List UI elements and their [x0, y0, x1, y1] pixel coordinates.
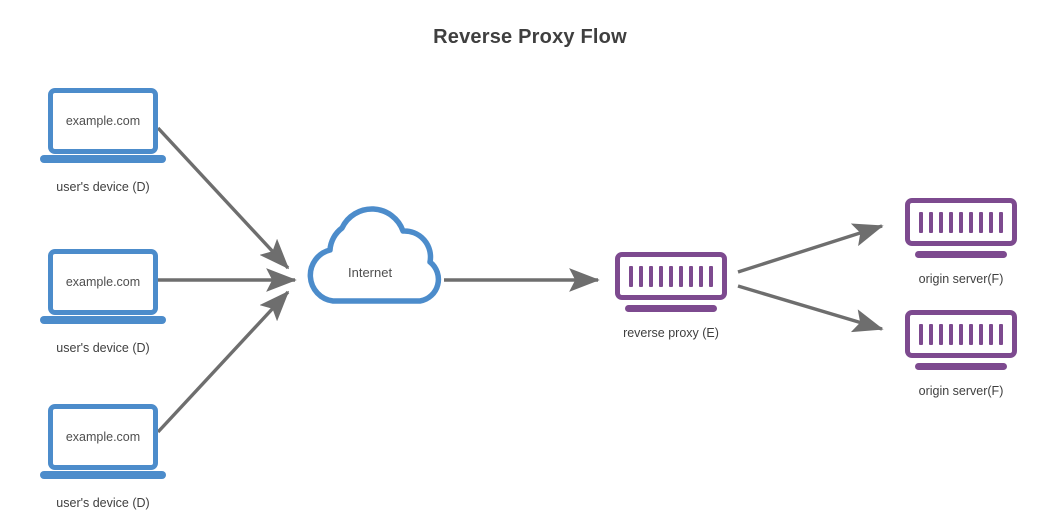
server-slot-bar [959, 323, 963, 345]
server-chassis-icon [905, 198, 1017, 246]
server-slot-bar [999, 211, 1003, 233]
origin-server-1[interactable]: origin server(F) [898, 198, 1024, 286]
laptop-screen: example.com [48, 88, 158, 154]
internet-label: Internet [348, 265, 393, 280]
server-slot-bar [669, 265, 673, 287]
laptop-screen-text: example.com [65, 430, 141, 444]
server-slot-bar [639, 265, 643, 287]
server-slot-bar [689, 265, 693, 287]
origin-server-1-label: origin server(F) [918, 272, 1004, 286]
server-slot-bar [679, 265, 683, 287]
reverse-proxy-label: reverse proxy (E) [623, 326, 719, 340]
client-device-3[interactable]: example.com user's device (D) [35, 404, 171, 510]
client-device-1[interactable]: example.com user's device (D) [35, 88, 171, 194]
server-slot-bar [699, 265, 703, 287]
internet-cloud-icon [307, 206, 442, 304]
client-device-2-label: user's device (D) [56, 341, 150, 355]
server-slot-bar [649, 265, 653, 287]
server-slot-bar [659, 265, 663, 287]
server-slot-bar [999, 323, 1003, 345]
arrow-client1-to-internet [156, 126, 290, 270]
laptop-screen: example.com [48, 249, 158, 315]
page-title: Reverse Proxy Flow [433, 26, 627, 48]
server-slot-bar [919, 211, 923, 233]
laptop-base [40, 316, 166, 324]
client-device-3-label: user's device (D) [56, 496, 150, 510]
server-slot-bar [929, 211, 933, 233]
server-slot-bar [939, 323, 943, 345]
server-slot-bar [919, 323, 923, 345]
arrow-proxy-to-origin1 [737, 223, 884, 274]
origin-server-2-label: origin server(F) [918, 384, 1004, 398]
server-slot-bar [949, 323, 953, 345]
reverse-proxy-node[interactable]: reverse proxy (E) [608, 252, 734, 340]
client-device-1-label: user's device (D) [56, 180, 150, 194]
laptop-screen-text: example.com [65, 275, 141, 289]
server-slot-bar [969, 323, 973, 345]
laptop-screen-text: example.com [65, 114, 141, 128]
server-slot-bar [979, 211, 983, 233]
server-slot-bar [989, 323, 993, 345]
server-slot-bar [929, 323, 933, 345]
arrow-client3-to-internet [156, 290, 290, 434]
server-chassis-icon [615, 252, 727, 300]
server-slot-bar [989, 211, 993, 233]
arrow-proxy-to-origin2 [737, 284, 884, 333]
server-slot-bar [629, 265, 633, 287]
laptop-base [40, 155, 166, 163]
server-slot-bar [949, 211, 953, 233]
laptop-screen: example.com [48, 404, 158, 470]
server-slot-bar [979, 323, 983, 345]
server-slot-bar [939, 211, 943, 233]
client-device-2[interactable]: example.com user's device (D) [35, 249, 171, 355]
server-slot-bar [709, 265, 713, 287]
server-base [915, 251, 1007, 258]
server-slot-bar [969, 211, 973, 233]
laptop-base [40, 471, 166, 479]
origin-server-2[interactable]: origin server(F) [898, 310, 1024, 398]
server-base [915, 363, 1007, 370]
server-chassis-icon [905, 310, 1017, 358]
server-slot-bar [959, 211, 963, 233]
server-base [625, 305, 717, 312]
